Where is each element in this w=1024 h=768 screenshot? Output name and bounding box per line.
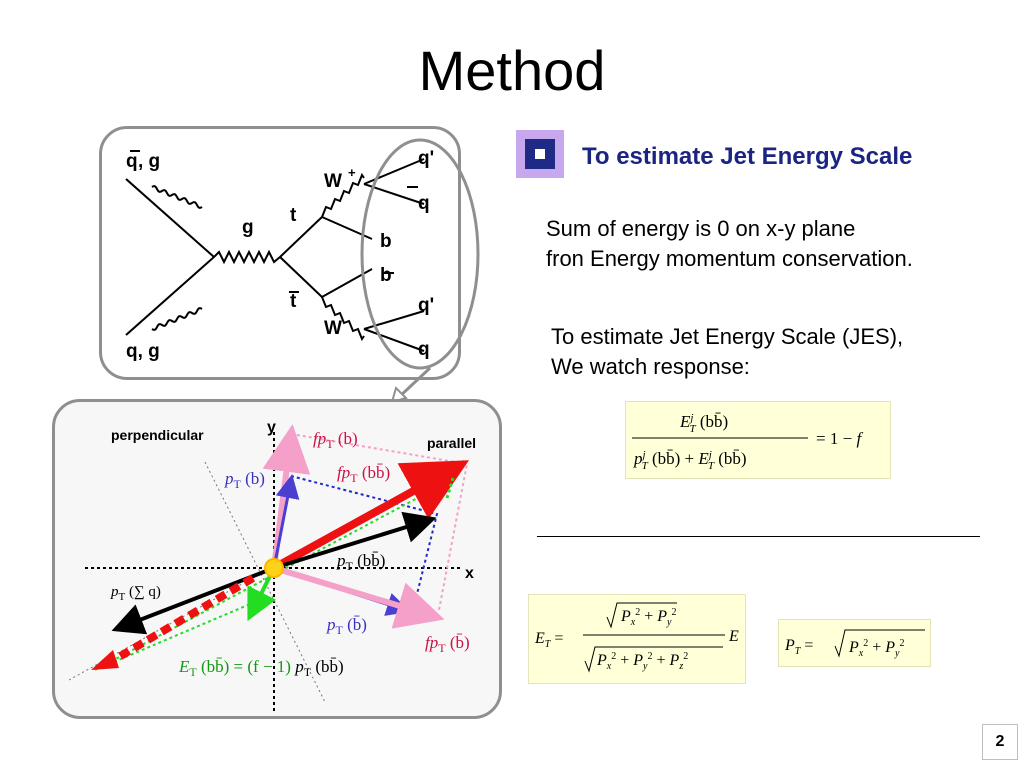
feyn-label-wminus: W: [324, 318, 342, 339]
pT-bbar-label: p: [326, 615, 336, 634]
pt-formula: PT = Px2 + Py2: [778, 619, 931, 667]
red-dashed-arrowhead: [91, 650, 119, 670]
pT-b-arrow: [272, 474, 300, 569]
svg-text:pjT (bb̄) + EjT (bb̄): pjT (bb̄) + EjT (bb̄): [633, 449, 747, 472]
pT-bb-label: p: [336, 551, 346, 570]
pt-formula-svg: PT = Px2 + Py2: [784, 629, 925, 659]
svg-text:Px2 + Py2 + Pz2: Px2 + Py2 + Pz2: [596, 651, 688, 672]
feyn-label-bbar: b: [380, 265, 392, 286]
feyn-label-wplus-sup: +: [348, 165, 356, 180]
svg-text:ET (bb̄) = (f − 1) pT (bb̄): ET (bb̄) = (f − 1) pT (bb̄): [178, 657, 344, 679]
x-axis-label: x: [465, 565, 474, 582]
pink-parallelogram: [290, 433, 469, 611]
fpT-bbar-label: fp: [425, 633, 438, 652]
svg-text:pT (b̄): pT (b̄): [326, 615, 367, 637]
para1-line1: Sum of energy is 0 on x-y plane: [546, 216, 856, 241]
svg-text:E: E: [728, 628, 739, 645]
feyn-label-qbar-top: q: [418, 193, 430, 214]
red-dashed-arrow: [104, 574, 256, 668]
feyn-label-qprime-top: q': [418, 148, 434, 169]
bullet-square: [516, 130, 564, 178]
paragraph-jes: To estimate Jet Energy Scale (JES), We w…: [551, 322, 903, 382]
feyn-label-qbar: q: [126, 151, 138, 172]
vector-diagram: y x perpendicular parallel fpT (b) fpT (…: [68, 419, 476, 712]
svg-text:pT (b): pT (b): [224, 469, 265, 491]
feyn-label-b: b: [380, 231, 392, 252]
svg-text:pT (∑ q): pT (∑ q): [110, 584, 161, 603]
svg-text:EjT (bb̄): EjT (bb̄): [679, 412, 728, 435]
connector-line: [396, 366, 432, 400]
pT-bb-arrow: [273, 511, 437, 570]
feynman-diagram-panel: q , g q, g g t t W + W - q' q b b q' q: [99, 126, 461, 380]
fpT-b-label: fp: [313, 429, 326, 448]
svg-text:Px2 + Py2: Px2 + Py2: [620, 607, 677, 628]
para2-line1: To estimate Jet Energy Scale (JES),: [551, 324, 904, 349]
vector-diagram-panel: y x perpendicular parallel fpT (b) fpT (…: [52, 399, 502, 719]
green-parallelogram: [94, 477, 456, 671]
pT-sum-q-label: p: [110, 584, 119, 600]
feyn-label-t: t: [290, 205, 297, 226]
svg-text:ET =: ET =: [534, 630, 563, 650]
paragraph-energy-sum: Sum of energy is 0 on x-y plane fron Ene…: [546, 214, 913, 274]
ET-relation-label: E: [178, 657, 190, 676]
feyn-label-gluon: g: [242, 217, 254, 238]
svg-text:fpT (bb̄): fpT (bb̄): [337, 463, 390, 485]
feyn-label-qg-bottom: q, g: [126, 341, 160, 362]
vertex-burst: [264, 558, 284, 578]
feyn-label-wminus-sup: -: [346, 313, 350, 328]
feyn-label-g: , g: [138, 151, 160, 172]
parallel-label: parallel: [427, 435, 476, 451]
y-axis-label: y: [267, 419, 276, 436]
svg-text:fpT (b̄): fpT (b̄): [425, 633, 470, 655]
feyn-label-wplus: W: [324, 171, 342, 192]
svg-text:pT (bb̄): pT (bb̄): [336, 551, 385, 573]
para1-line2: fron Energy momentum conservation.: [546, 246, 913, 271]
fpT-bb-label: fp: [337, 463, 350, 482]
feyn-label-qprime-bottom: q': [418, 295, 434, 316]
fpT-bbar-arrow: [273, 565, 445, 629]
svg-text:PT =: PT =: [784, 637, 813, 657]
page-number: 2: [982, 724, 1018, 760]
et-formula-svg: ET = Px2 + Py2 Px2 + Py2 + Pz2 E: [534, 602, 739, 673]
feyn-label-tbar: t: [290, 291, 297, 312]
slide-title: Method: [418, 39, 606, 102]
decay-ellipse: [360, 138, 480, 370]
feynman-diagram: q , g q, g g t t W + W - q' q b b q' q: [125, 148, 434, 362]
pT-b-label: p: [224, 469, 234, 488]
svg-text:fpT (b): fpT (b): [313, 429, 358, 451]
para2-line2: We watch response:: [551, 354, 750, 379]
et-formula: ET = Px2 + Py2 Px2 + Py2 + Pz2 E: [528, 594, 746, 684]
separator-line: [537, 536, 980, 537]
perpendicular-label: perpendicular: [111, 427, 204, 443]
svg-text:Px2 + Py2: Px2 + Py2: [848, 638, 905, 659]
svg-text:= 1 − f: = 1 − f: [816, 429, 863, 448]
fpT-bb-arrow: [272, 460, 470, 572]
section-heading: To estimate Jet Energy Scale: [582, 143, 913, 170]
feyn-label-q-bottom: q: [418, 339, 430, 360]
